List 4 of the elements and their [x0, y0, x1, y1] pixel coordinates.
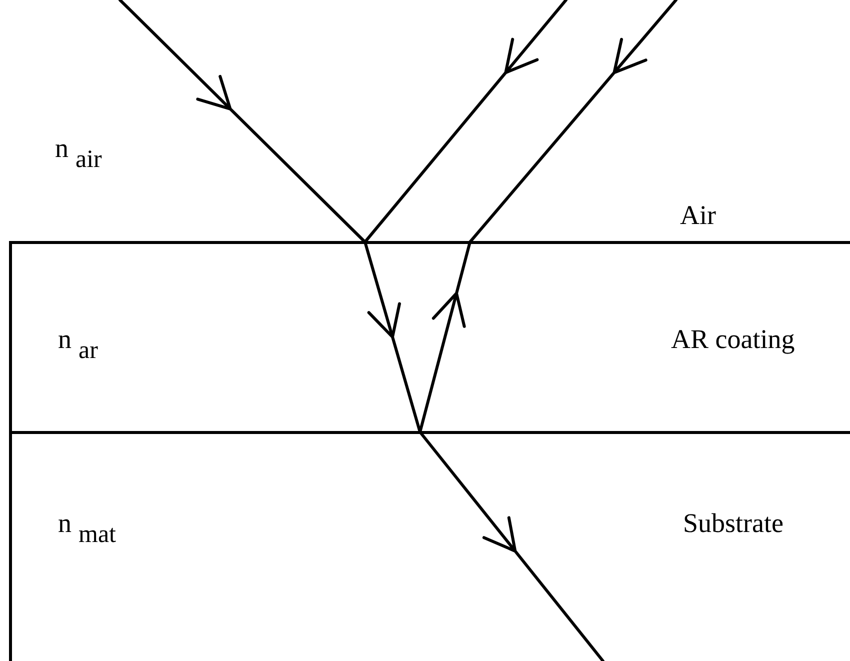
- layer-name: Substrate: [683, 510, 784, 537]
- coating-layer: [9, 241, 850, 434]
- layer-name: Air: [680, 202, 716, 229]
- layer-name: AR coating: [671, 326, 795, 353]
